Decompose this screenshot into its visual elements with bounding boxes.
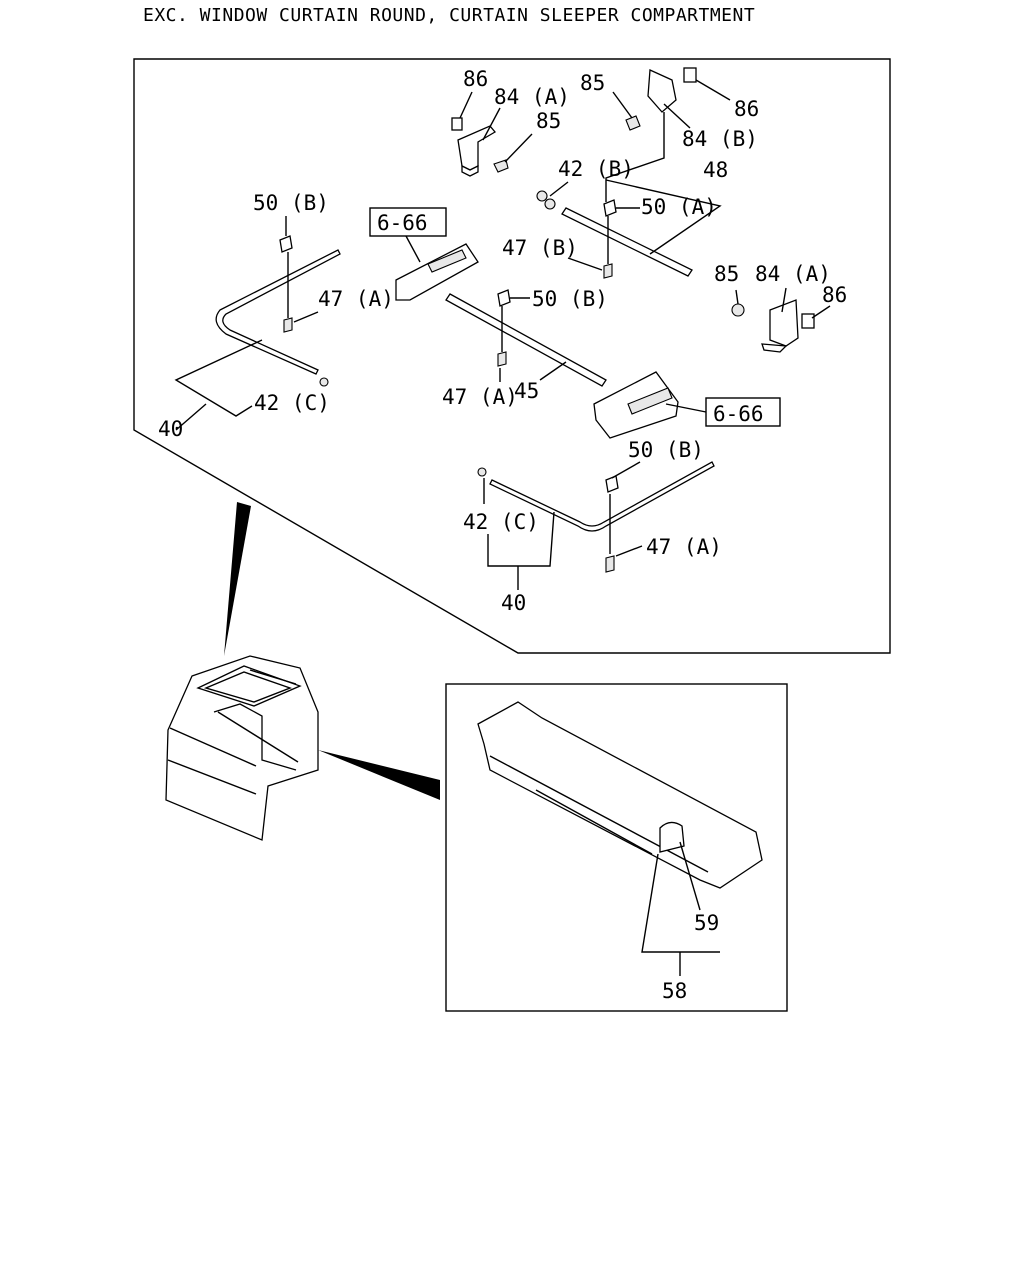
screw-47b: [603, 263, 613, 279]
callout-84b: 84 (B): [682, 127, 758, 151]
callout-42b: 42 (B): [558, 157, 634, 181]
callout-48: 48: [703, 158, 728, 182]
callout-85-top-right: 85: [580, 71, 605, 95]
callout-47a-bottom: 47 (A): [646, 535, 722, 559]
curtain-rail-45: [445, 289, 607, 387]
detail-frame-inset: [445, 683, 788, 1012]
callout-42c-left: 42 (C): [254, 391, 330, 415]
callout-84a-right: 84 (A): [755, 262, 831, 286]
ref-box-6-66-left: [369, 207, 447, 237]
callout-42c-bottom: 42 (C): [463, 510, 539, 534]
screw-47a-bottom: [605, 555, 615, 573]
bracket-84b: [625, 67, 697, 131]
clip-50a: [603, 199, 617, 217]
callout-50b-mid: 50 (B): [532, 287, 608, 311]
ref-6-66-right: 6-66: [713, 402, 764, 426]
callout-50a: 50 (A): [641, 195, 717, 219]
callout-40-left: 40: [158, 417, 183, 441]
sun-visor-58: [477, 701, 763, 889]
callout-47b: 47 (B): [502, 236, 578, 260]
callout-47a-mid: 47 (A): [442, 385, 518, 409]
clip-86-top-left: [451, 117, 463, 131]
trim-panel-left: [395, 243, 479, 301]
callout-45: 45: [514, 379, 539, 403]
clip-50b-mid: [497, 289, 511, 307]
clip-50b-left: [279, 235, 293, 253]
callout-50b-left: 50 (B): [253, 191, 329, 215]
ref-6-66-left: 6-66: [377, 211, 428, 235]
callout-84a-top: 84 (A): [494, 85, 570, 109]
screw-47a-mid: [497, 351, 507, 367]
bracket-84a-right: [731, 299, 815, 353]
curtain-rail-48: [561, 199, 693, 279]
clip-42c-bottom: [477, 467, 487, 477]
detail-frame-main: [133, 58, 891, 654]
diagram-title: EXC. WINDOW CURTAIN ROUND, CURTAIN SLEEP…: [143, 5, 755, 26]
callout-50b-bottom: 50 (B): [628, 438, 704, 462]
callout-85-right: 85: [714, 262, 739, 286]
callout-85-top: 85: [536, 109, 561, 133]
clip-42b: [536, 190, 556, 210]
screw-85-top-right: [625, 115, 641, 131]
callout-47a-left: 47 (A): [318, 287, 394, 311]
curtain-rail-40-left: [215, 235, 341, 387]
screw-85-top: [493, 159, 509, 173]
bracket-84a-top: [451, 117, 509, 177]
callout-59: 59: [694, 911, 719, 935]
callout-40-bottom: 40: [501, 591, 526, 615]
leader-wedge-top: [224, 502, 251, 656]
leader-wedge-right: [318, 750, 440, 800]
visor-clip-59: [659, 821, 685, 853]
callout-58: 58: [662, 979, 687, 1003]
callout-86-top-left: 86: [463, 67, 488, 91]
callout-86-right: 86: [822, 283, 847, 307]
callout-86-top-right: 86: [734, 97, 759, 121]
clip-86-top-right: [683, 67, 697, 83]
clip-50b-bottom: [605, 475, 619, 493]
screw-47a-left: [283, 317, 293, 333]
trim-panel-right: [593, 371, 679, 439]
truck-cab-illustration: [165, 655, 319, 841]
clip-86-right: [801, 313, 815, 329]
screw-85-right: [731, 303, 745, 317]
clip-42c-left: [319, 377, 329, 387]
